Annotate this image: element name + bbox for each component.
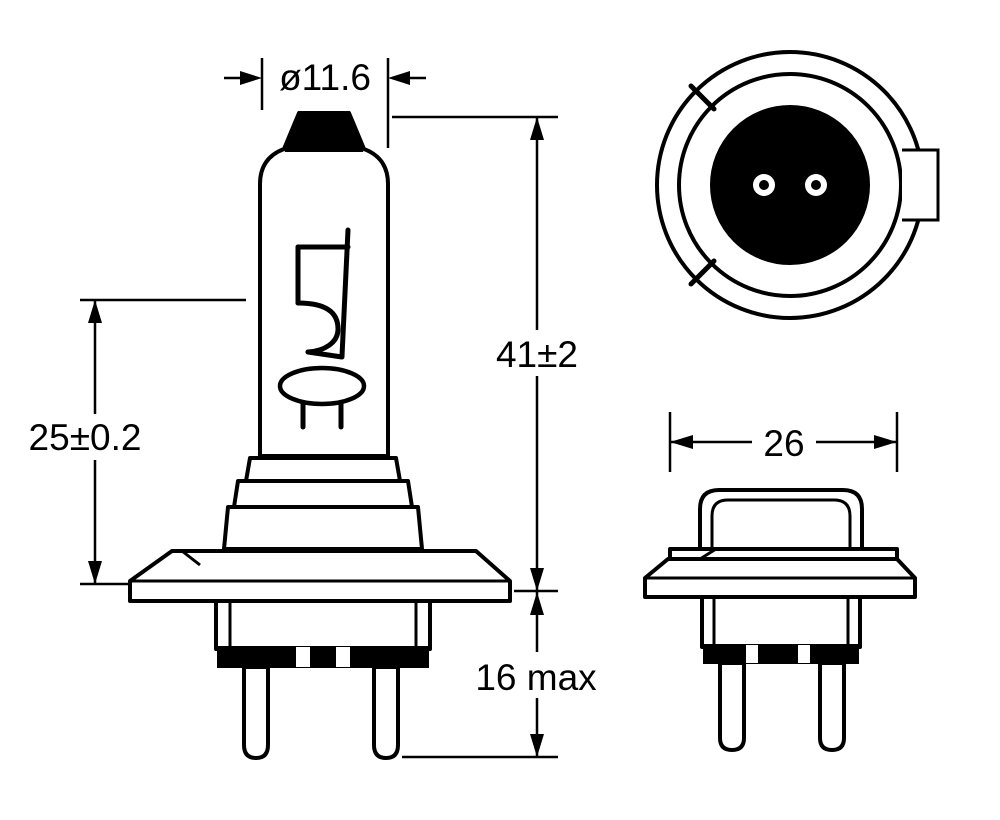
contact-band [703, 644, 859, 664]
base-depth-dimension: 16 max [402, 591, 614, 759]
arrowhead [240, 71, 262, 85]
flange-notch [699, 547, 717, 561]
diameter-dimension-label: ø11.6 [279, 57, 371, 98]
arrowhead [388, 71, 410, 85]
diameter-dimension: ø11.6 [224, 57, 426, 148]
base-body [700, 595, 862, 649]
ring-notch-top [688, 83, 717, 112]
base-depth-dimension-label: 16 max [475, 657, 597, 698]
bulb-tip [284, 111, 364, 152]
contact-disc [710, 105, 870, 265]
arrowhead [88, 300, 102, 323]
base-front-view [655, 50, 940, 320]
light-center-dimension: 25±0.2 [16, 298, 246, 586]
flange-notch [181, 549, 201, 567]
mounting-flange [128, 549, 512, 603]
arrowhead [530, 117, 544, 140]
filament-assembly [277, 227, 367, 430]
base-ring-upper [244, 456, 402, 483]
arrowhead [874, 435, 897, 449]
terminal-pin-right [372, 665, 400, 760]
bulb-side-view [128, 111, 512, 760]
arrowhead [530, 592, 544, 615]
light-center-dimension-label: 25±0.2 [29, 417, 142, 458]
base-width-dimension: 26 [668, 412, 899, 472]
ring-notch-bottom [688, 258, 717, 287]
base-ring-middle [232, 479, 414, 509]
overall-length-dimension-label: 41±2 [496, 334, 578, 375]
arrowhead [88, 561, 102, 584]
contact-band [217, 646, 429, 668]
terminal-pin-left [718, 661, 746, 752]
connector-body [214, 599, 432, 651]
base-cap [698, 488, 864, 551]
arrowhead [530, 734, 544, 757]
base-side-view [643, 488, 917, 752]
overall-length-dimension: 41±2 [392, 115, 592, 593]
terminal-pin-left [242, 665, 270, 760]
arrowhead [530, 568, 544, 591]
key-tab [902, 148, 940, 222]
base-width-dimension-label: 26 [763, 423, 804, 464]
arrowhead [670, 435, 693, 449]
base-ring-lower [222, 505, 424, 551]
terminal-pin-right [818, 661, 846, 752]
